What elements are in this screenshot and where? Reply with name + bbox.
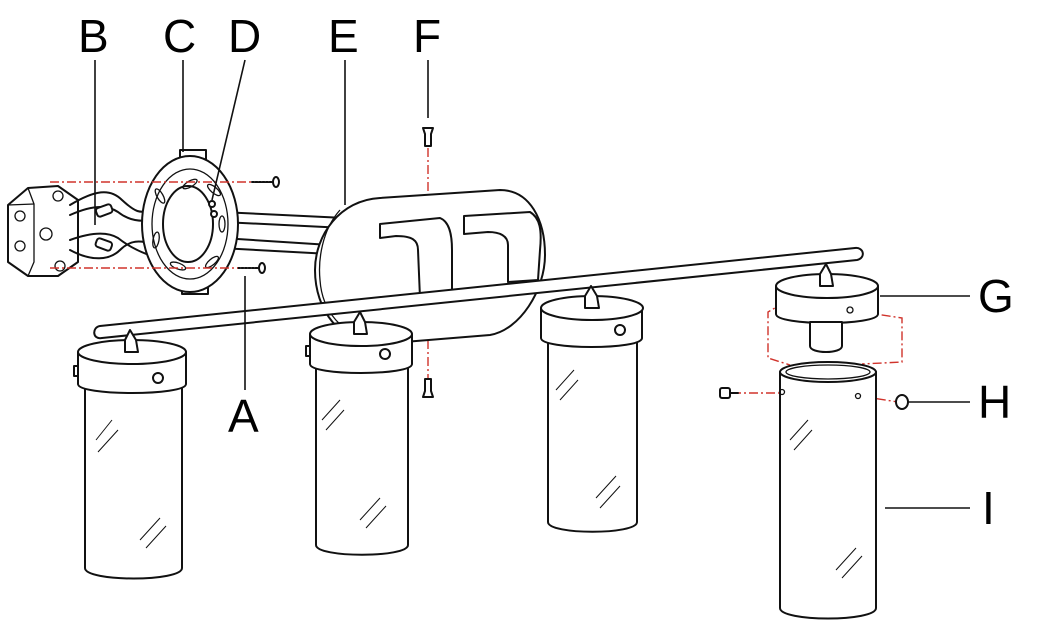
mounting-plate: [141, 149, 239, 295]
label-e: E: [328, 10, 359, 62]
label-a: A: [228, 390, 259, 442]
canopy-screws: [422, 127, 434, 398]
label-i: I: [982, 482, 995, 534]
label-d: D: [228, 10, 261, 62]
canopy: [314, 189, 546, 345]
mounting-bar: [93, 246, 864, 340]
label-b: B: [78, 10, 109, 62]
lamp-3: [540, 285, 644, 533]
label-h: H: [978, 376, 1011, 428]
part-labels: B C D E F A G H I: [78, 10, 1014, 534]
wires: [69, 191, 346, 260]
junction-box: [7, 185, 79, 277]
lamp-1: [73, 329, 187, 580]
lamp-4-exploded: [719, 263, 909, 620]
label-c: C: [163, 10, 196, 62]
mounting-screws: [237, 176, 280, 274]
leader-lines: [94, 59, 970, 509]
lamp-2: [305, 311, 413, 556]
label-f: F: [413, 10, 441, 62]
label-g: G: [978, 270, 1014, 322]
